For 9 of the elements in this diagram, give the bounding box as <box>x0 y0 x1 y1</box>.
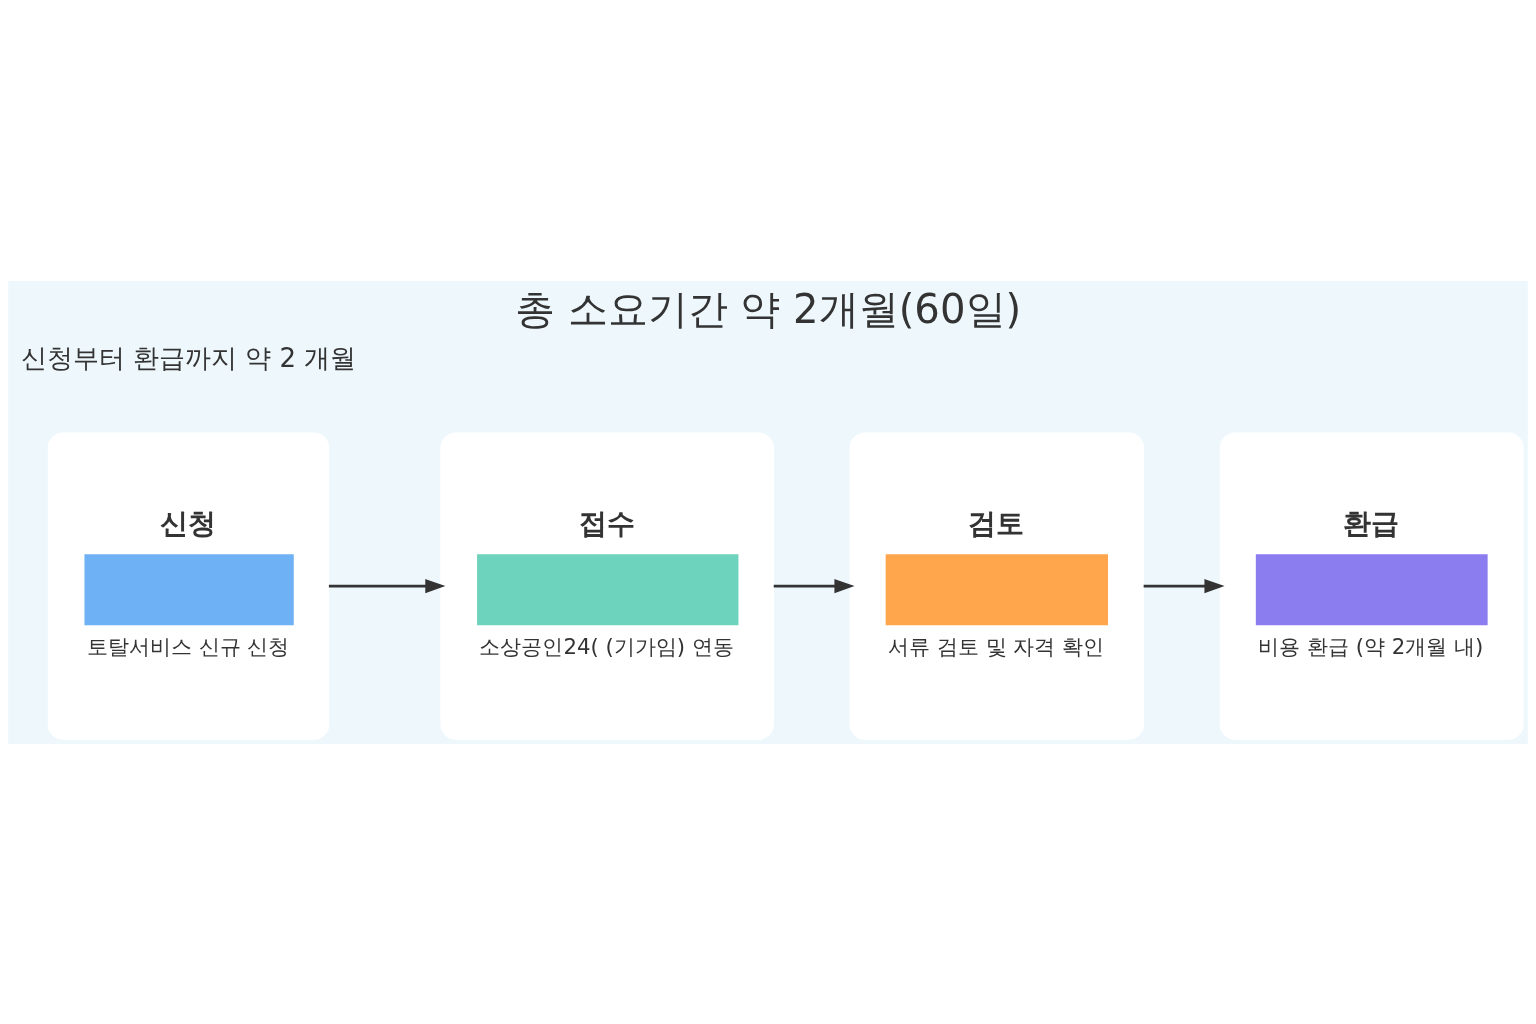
arrow <box>773 578 855 593</box>
node-box: 접수 소상공인24( (기가임) 연동 <box>440 431 774 740</box>
arrow <box>1143 578 1225 593</box>
label: 신청부터 환급까지 약 2 개월 <box>20 342 357 373</box>
node-box: 환급 비용 환급 (약 2개월 내) <box>1219 431 1524 740</box>
diagram-title: 총 소요기간 약 2개월(60일) <box>514 285 1022 332</box>
node-box: 검토 서류 검토 및 자격 확인 <box>849 431 1145 740</box>
node-box: 신청 토탈서비스 신규 신청 <box>47 431 330 740</box>
arrow <box>328 578 446 593</box>
